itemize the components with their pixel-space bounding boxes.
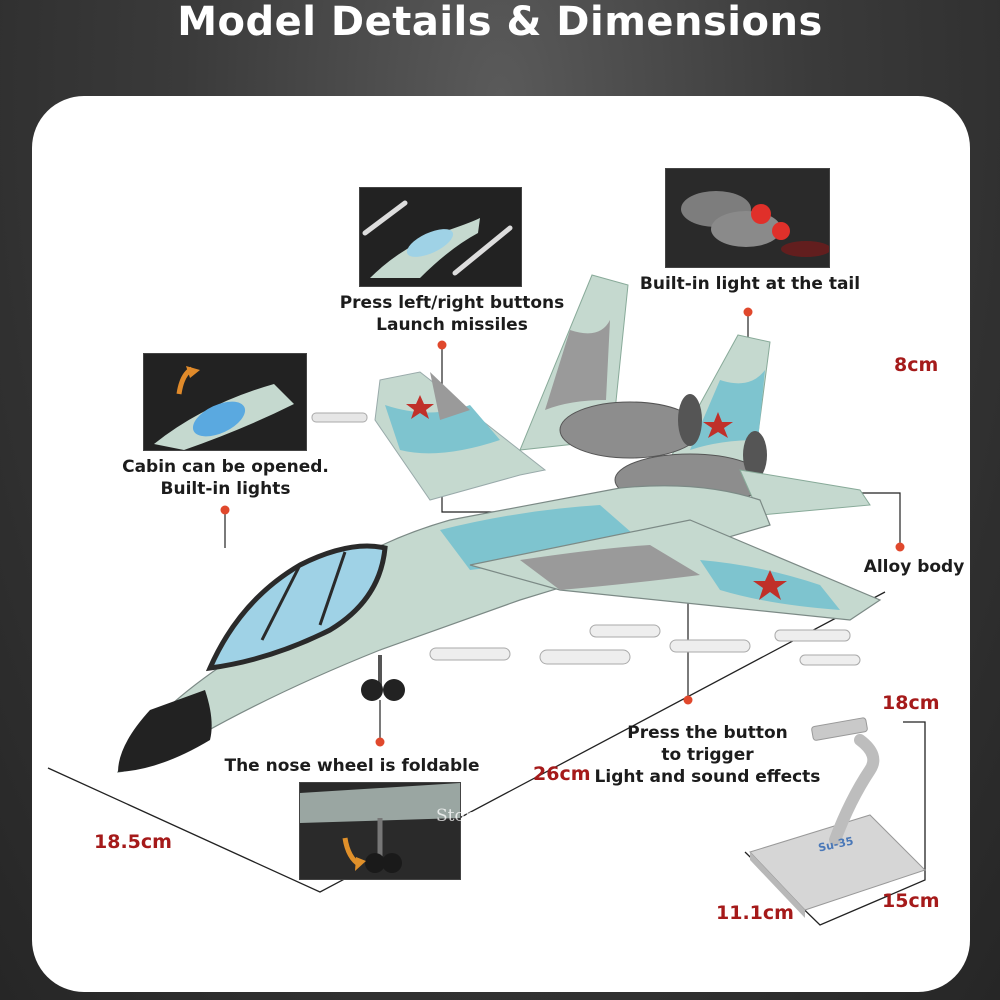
stand-length-dimension: 15cm xyxy=(882,890,940,912)
nose-wheel-callout: The nose wheel is foldable xyxy=(224,756,480,776)
alloy-body-callout: Alloy body xyxy=(863,557,965,577)
length-dimension: 26cm xyxy=(533,763,591,785)
cabin-callout: Cabin can be opened. Built-in lights xyxy=(108,456,343,500)
height-dimension: 8cm xyxy=(894,354,939,376)
tail-light-inset-photo xyxy=(665,168,830,268)
cabin-callout-line1: Cabin can be opened. xyxy=(122,457,329,477)
cabin-callout-line2: Built-in lights xyxy=(160,479,291,499)
trigger-callout-line3: Light and sound effects xyxy=(594,767,821,787)
stand-width-dimension: 11.1cm xyxy=(716,902,794,924)
tail-light-callout: Built-in light at the tail xyxy=(639,274,861,294)
width-dimension: 18.5cm xyxy=(94,831,172,853)
missiles-callout-line1: Press left/right buttons xyxy=(339,293,565,313)
callout-dots xyxy=(220,307,905,747)
stand-height-dimension: 18cm xyxy=(882,692,940,714)
display-stand xyxy=(749,717,926,918)
missiles-callout-line2: Launch missiles xyxy=(376,315,528,335)
nose-wheel-inset-photo xyxy=(299,782,461,880)
cabin-inset-art xyxy=(144,354,306,450)
trigger-callout-line2: to trigger xyxy=(661,745,754,765)
missiles-callout: Press left/right buttons Launch missiles xyxy=(332,292,572,336)
nose-wheel-inset-art xyxy=(300,783,460,879)
missile-inset-art xyxy=(360,188,521,286)
cabin-inset-photo xyxy=(143,353,307,451)
page-title: Model Details & Dimensions xyxy=(177,0,823,45)
trigger-callout: Press the button to trigger Light and so… xyxy=(585,722,830,788)
missile-inset-photo xyxy=(359,187,522,287)
tail-light-inset-art xyxy=(666,169,829,267)
trigger-callout-line1: Press the button xyxy=(627,723,788,743)
store-watermark: Store No.1103270054 xyxy=(436,806,627,826)
